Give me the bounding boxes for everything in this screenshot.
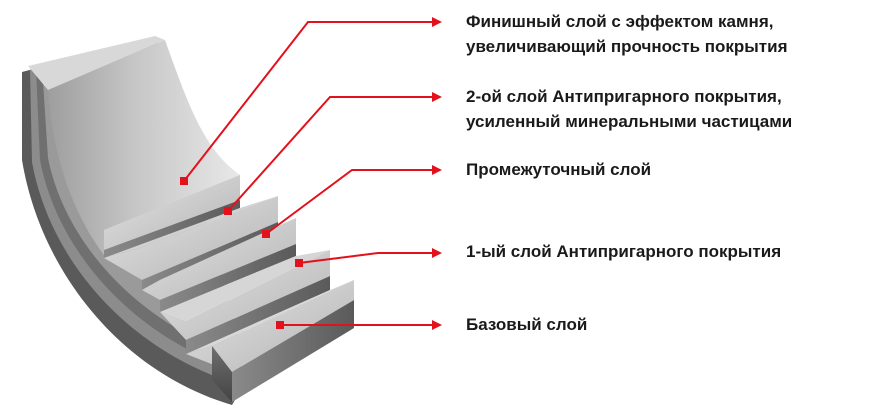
step-2-face <box>104 196 278 280</box>
arrow-first-nonstick-layer <box>295 248 442 267</box>
step-4-face <box>160 250 330 340</box>
step-2-top <box>104 196 278 258</box>
step-4-front <box>186 276 330 354</box>
label-line: 2-ой слой Антипригарного покрытия, <box>466 87 782 106</box>
arrow-second-nonstick-layer <box>224 92 442 215</box>
label-line: Базовый слой <box>466 315 588 334</box>
rim-top-face <box>28 36 165 90</box>
label-line: Финишный слой с эффектом камня, <box>466 12 774 31</box>
step-1-front <box>104 200 240 258</box>
step-5-top <box>186 280 354 354</box>
arrow-intermediate-layer <box>262 165 442 238</box>
label-line: Промежуточный слой <box>466 160 652 179</box>
step-3-face <box>142 218 296 300</box>
label-line: 1-ый слой Антипригарного покрытия <box>466 242 782 261</box>
label-first-nonstick-layer: 1-ый слой Антипригарного покрытия <box>466 239 781 264</box>
label-intermediate-layer: Промежуточный слой <box>466 157 651 182</box>
step-1-top <box>104 175 240 250</box>
arrow-finish-layer <box>180 17 442 185</box>
step-5-side <box>212 346 232 402</box>
label-line: увеличивающий прочность покрытия <box>466 37 788 56</box>
step-3-front <box>160 244 296 312</box>
step-5-face <box>186 280 354 372</box>
label-base-layer: Базовый слой <box>466 312 587 337</box>
step-4-top <box>160 250 330 322</box>
label-line: усиленный минеральными частицами <box>466 112 793 131</box>
arrow-base-layer <box>276 320 442 330</box>
label-second-nonstick-layer: 2-ой слой Антипригарного покрытия, усиле… <box>466 84 792 134</box>
label-finish-layer: Финишный слой с эффектом камня, увеличив… <box>466 9 788 59</box>
